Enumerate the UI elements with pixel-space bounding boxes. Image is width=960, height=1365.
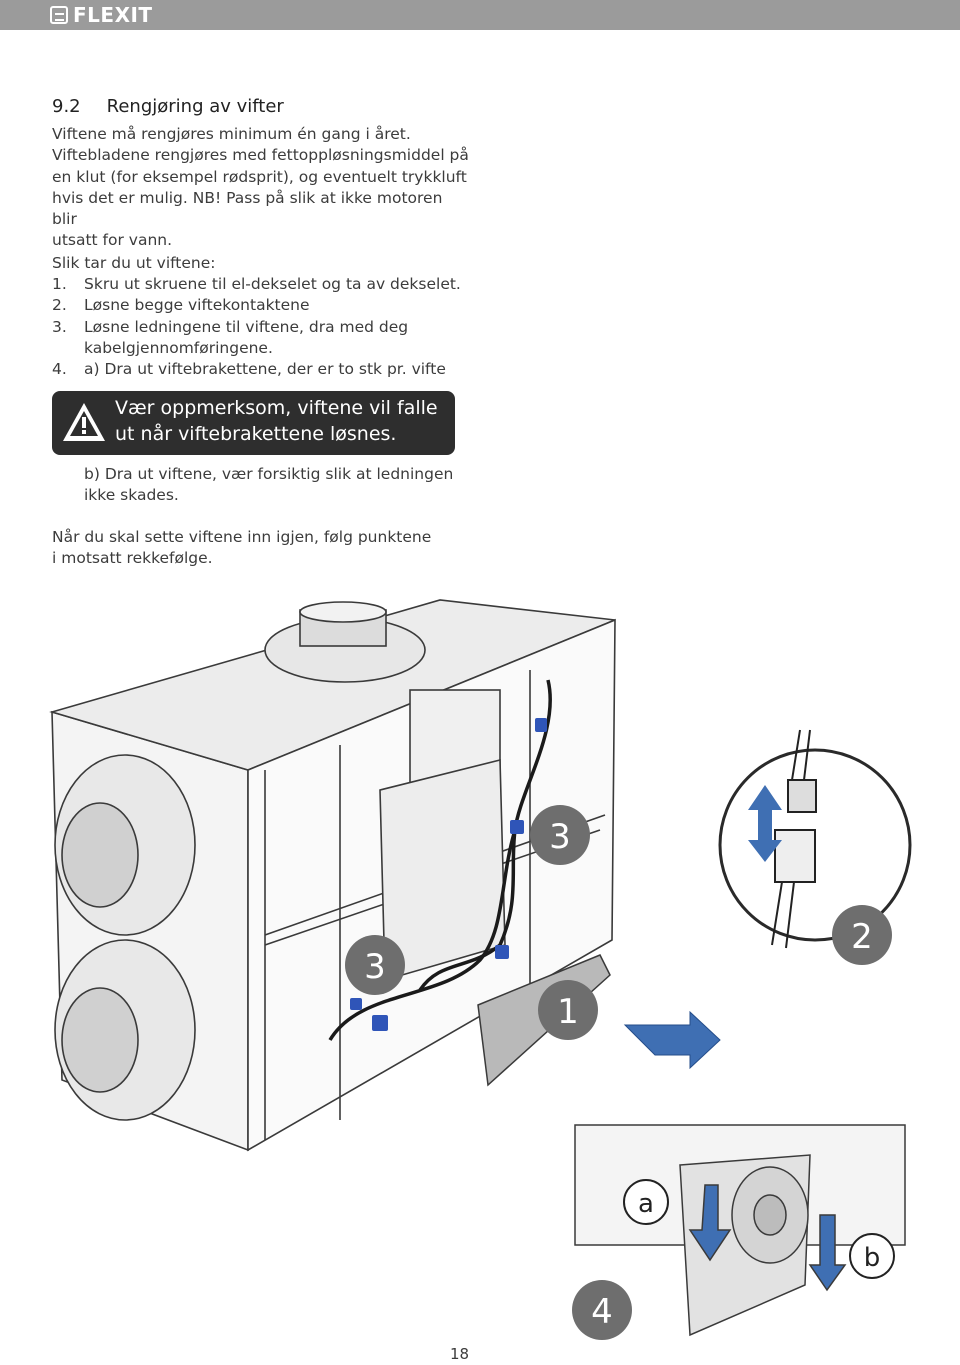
step-4b-text: b) Dra ut viftene, vær forsiktig slik at…	[84, 465, 454, 505]
intro-line: utsatt for vann.	[52, 231, 173, 250]
step-number: 4.	[52, 360, 67, 379]
svg-text:b: b	[864, 1243, 881, 1273]
intro-line: Viftebladene rengjøres med fettoppløsnin…	[52, 146, 469, 165]
page-number: 18	[450, 1345, 470, 1363]
warning-text: Vær oppmerksom, viftene vil falle ut når…	[115, 397, 438, 445]
outro-paragraph: Når du skal sette viftene inn igjen, føl…	[52, 528, 432, 568]
step-badge: 3	[530, 805, 590, 865]
remove-arrow-icon	[623, 1010, 721, 1070]
svg-text:1: 1	[557, 992, 579, 1032]
steps-title: Slik tar du ut viftene:	[52, 254, 216, 272]
ventilation-unit	[49, 599, 616, 1152]
step-letter: a	[623, 1179, 669, 1225]
warning-icon	[63, 403, 105, 441]
intro-line: Viftene må rengjøres minimum én gang i å…	[52, 125, 411, 143]
steps-list: 1. Skru ut skruene til el-dekselet og ta…	[52, 274, 472, 380]
step-number: 1.	[52, 275, 67, 293]
svg-text:a: a	[638, 1189, 654, 1219]
step-text: a) Dra ut viftebrakettene, der er to stk…	[84, 360, 446, 379]
step-item: 3. Løsne ledningene til viftene, dra med…	[52, 317, 472, 360]
section-heading: 9.2 Rengjøring av vifter	[52, 96, 284, 117]
top-duct	[264, 601, 426, 683]
step-badge: 2	[832, 905, 892, 965]
flexit-logo-icon	[50, 6, 68, 24]
connect-arrow-icon	[748, 785, 782, 862]
step-item: 4. a) Dra ut viftebrakettene, der er to …	[52, 359, 472, 380]
step-letter: b	[849, 1233, 895, 1279]
fan-cables	[328, 679, 552, 1041]
side-ducts	[54, 754, 196, 1121]
svg-text:2: 2	[851, 917, 873, 957]
step-badge: 1	[538, 980, 598, 1040]
step-badge: 4	[572, 1280, 632, 1340]
svg-text:4: 4	[591, 1292, 613, 1332]
step-item: 1. Skru ut skruene til el-dekselet og ta…	[52, 274, 472, 295]
intro-line: hvis det er mulig. NB! Pass på slik at i…	[52, 188, 443, 229]
intro-paragraph: Viftene må rengjøres minimum én gang i å…	[52, 124, 472, 252]
section-number: 9.2	[52, 96, 81, 117]
step-badge: 3	[345, 935, 405, 995]
intro-line: en klut (for eksempel rødsprit), og even…	[52, 167, 467, 186]
step-text: Skru ut skruene til el-dekselet og ta av…	[84, 275, 461, 293]
step-text: Løsne begge viftekontaktene	[84, 296, 310, 315]
warning-box: Vær oppmerksom, viftene vil falle ut når…	[52, 391, 455, 455]
section-title: Rengjøring av vifter	[106, 96, 284, 117]
connector-detail	[718, 729, 912, 949]
brand-name: FLEXIT	[73, 3, 153, 27]
step-number: 2.	[52, 296, 67, 315]
cable-clips	[350, 718, 547, 1031]
step-number: 3.	[52, 317, 67, 336]
svg-text:3: 3	[549, 817, 571, 857]
svg-text:3: 3	[364, 947, 386, 987]
header-bar: FLEXIT	[0, 0, 960, 30]
brand-logo: FLEXIT	[50, 3, 153, 27]
step-text: Løsne ledningene til viftene, dra med de…	[84, 317, 409, 357]
step-item: 2. Løsne begge viftekontaktene	[52, 295, 472, 316]
